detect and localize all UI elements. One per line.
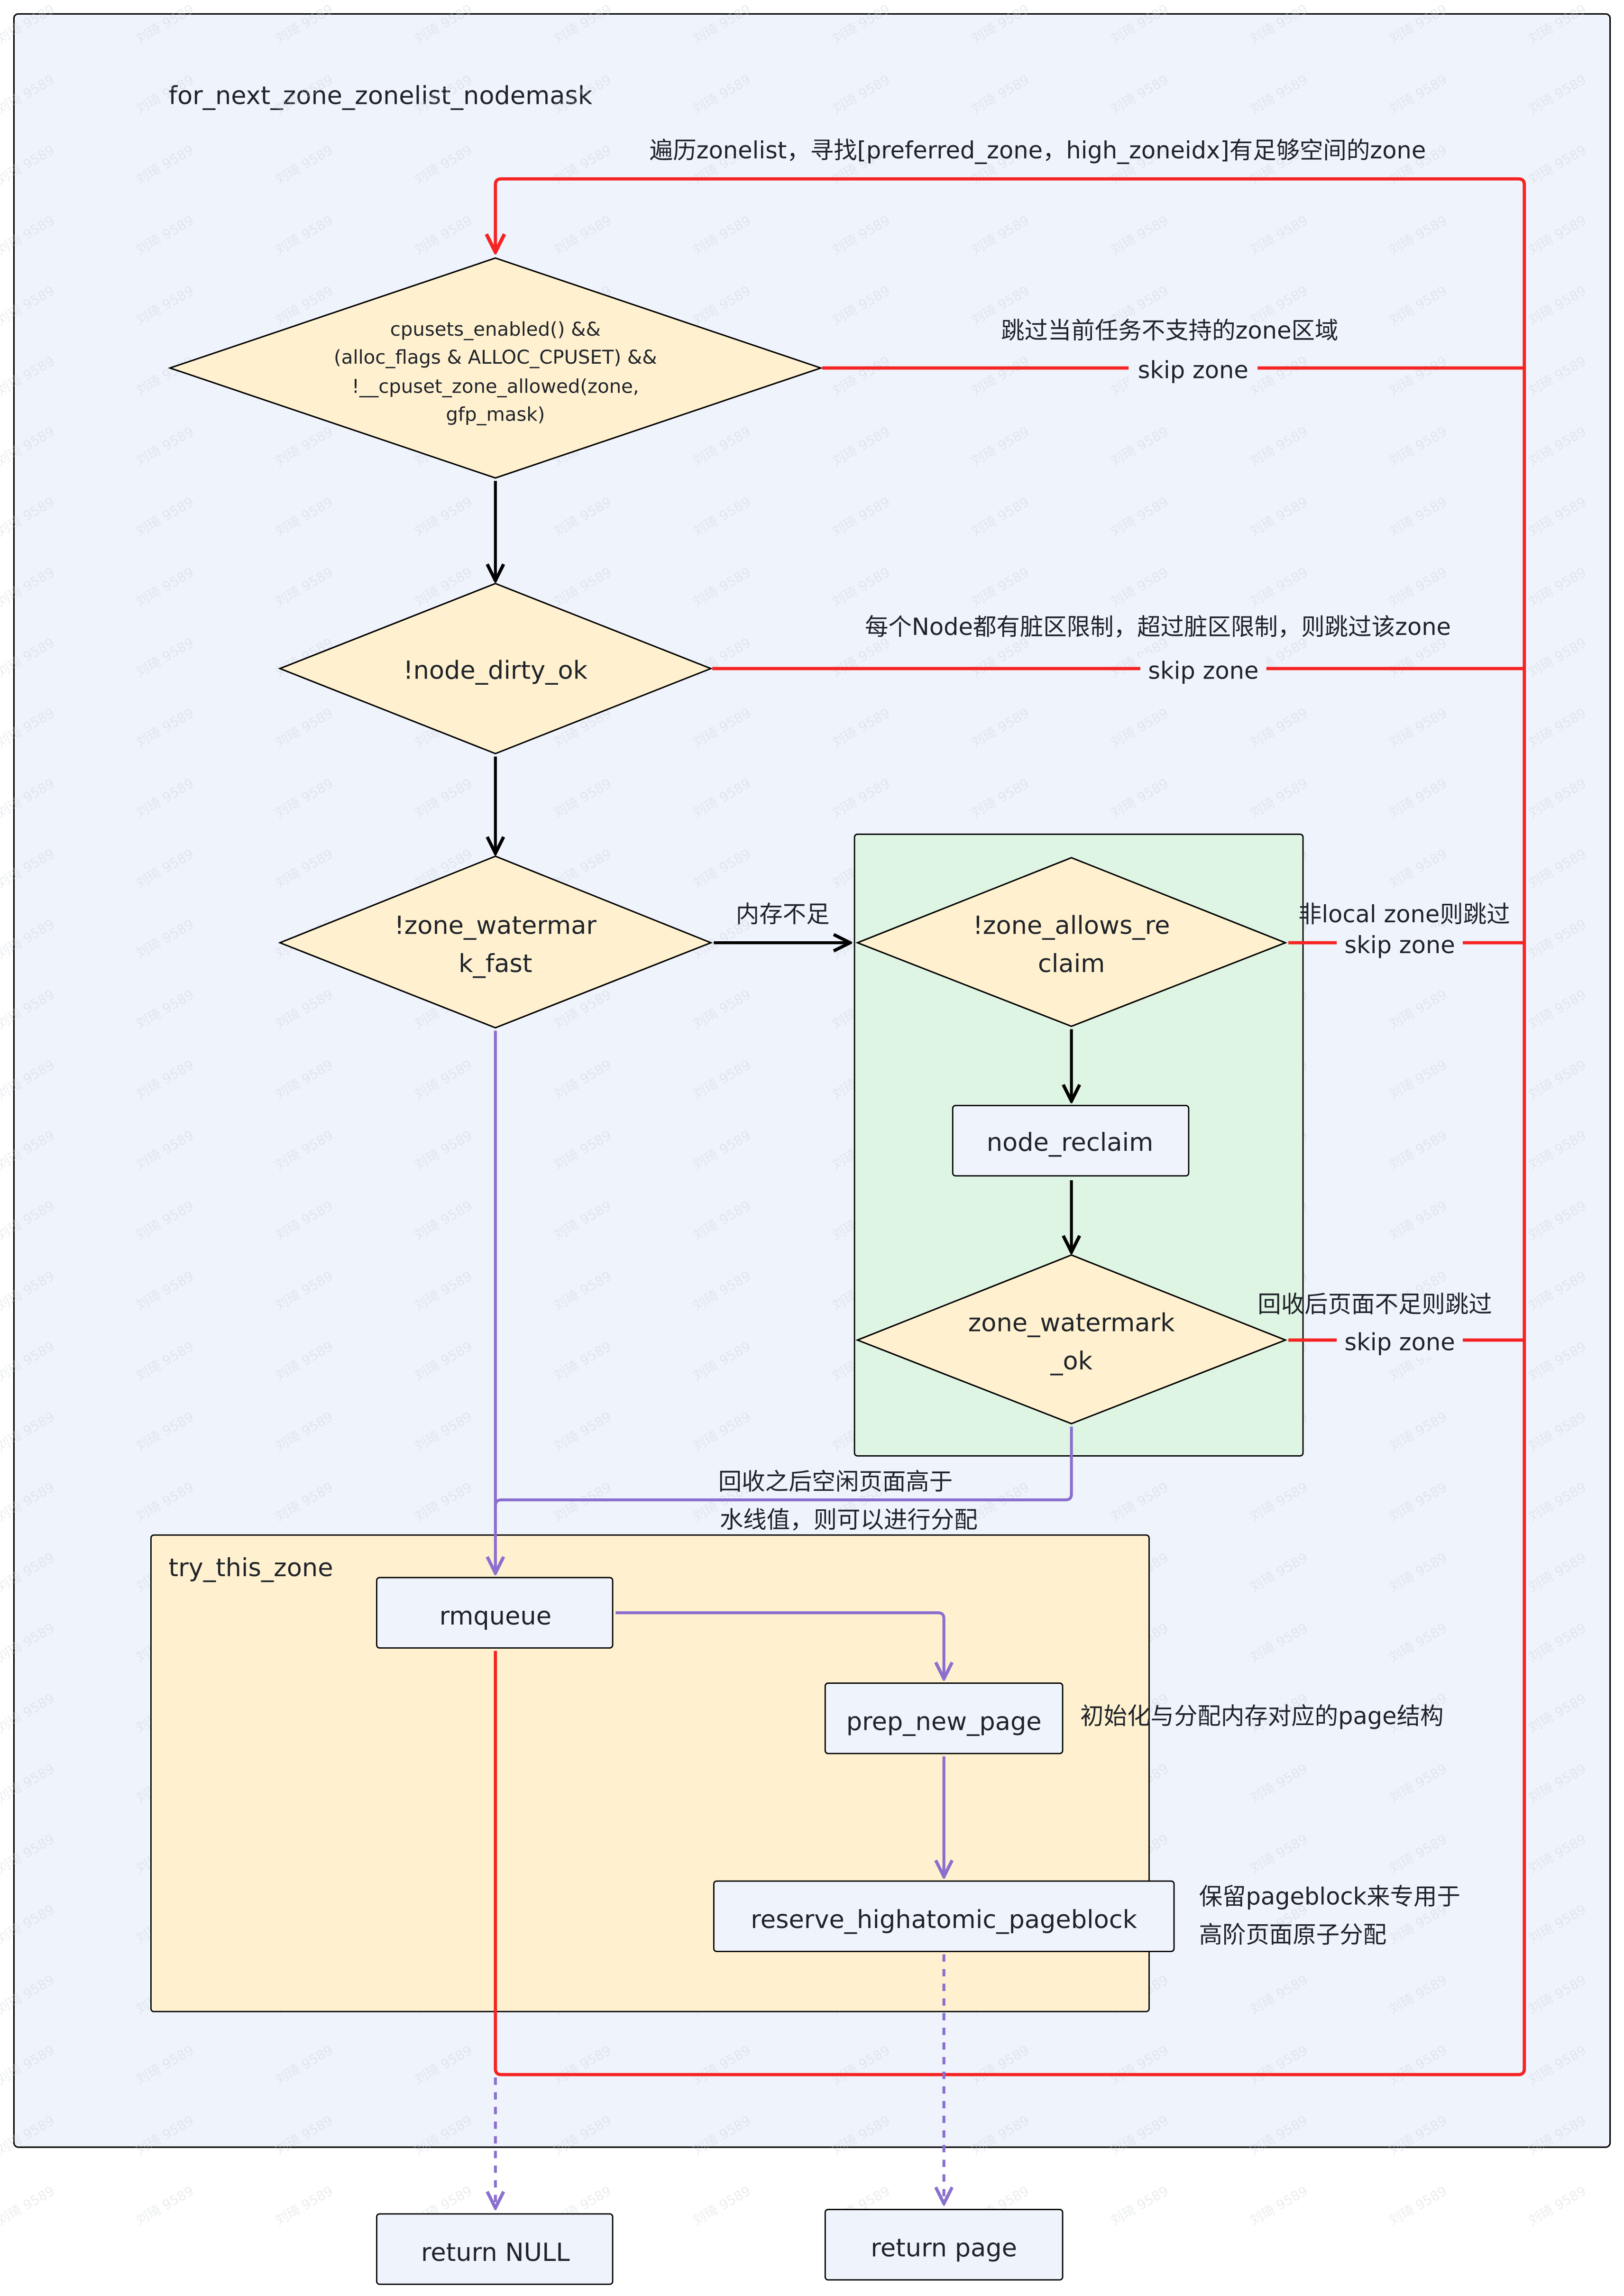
process-rmqueue[interactable]	[376, 1577, 614, 1649]
watermark-text: 刘琦 9589	[1247, 2183, 1311, 2228]
process-rmqueue-label: rmqueue	[440, 1602, 551, 1631]
decision-watermark-ok-line-2: _ok	[1050, 1347, 1092, 1376]
process-prep-new-page-label: prep_new_page	[846, 1707, 1042, 1736]
process-reserve-highatomic-label: reserve_highatomic_pageblock	[751, 1905, 1137, 1934]
try-this-zone-title: try_this_zone	[168, 1553, 333, 1582]
process-prep-new-page[interactable]	[824, 1682, 1064, 1754]
terminal-return-null[interactable]	[376, 2213, 614, 2285]
watermark-text: 刘琦 9589	[0, 2183, 57, 2228]
decision-node-dirty-ok[interactable]	[278, 582, 713, 754]
outer-loop-title: for_next_zone_zonelist_nodemask	[168, 82, 592, 110]
watermark-text: 刘琦 9589	[1386, 2183, 1450, 2228]
decision-cpuset-line-1: cpusets_enabled() &&	[390, 319, 601, 340]
decision-watermark-fast-line-2: k_fast	[459, 949, 532, 978]
decision-cpuset-line-4: gfp_mask)	[446, 404, 545, 425]
decision-watermark-ok-line-1: zone_watermark	[968, 1308, 1175, 1337]
terminal-return-page-label: return page	[871, 2234, 1017, 2263]
decision-zone-watermark-ok[interactable]	[855, 1254, 1288, 1424]
reclaim-ok-note-line-1: 回收之后空闲页面高于	[718, 1468, 953, 1495]
terminal-return-null-label: return NULL	[421, 2238, 570, 2267]
after-reclaim-skip-label: skip zone	[1344, 1329, 1455, 1356]
decision-cpuset-line-2: (alloc_flags & ALLOC_CPUSET) &&	[334, 347, 657, 368]
process-node-reclaim-label: node_reclaim	[987, 1128, 1154, 1157]
decision-node-dirty-label: !node_dirty_ok	[404, 656, 588, 685]
dirty-skip-note: 每个Node都有脏区限制，超过脏区限制，则跳过该zone	[865, 613, 1451, 641]
loop-back-edge	[495, 177, 1526, 2076]
decision-zone-watermark-fast[interactable]	[278, 855, 713, 1029]
low-memory-label: 内存不足	[736, 900, 830, 928]
edge-rmqueue-to-prep	[615, 1611, 944, 1679]
process-node-reclaim[interactable]	[952, 1104, 1190, 1177]
reclaim-ok-note-line-2: 水线值，则可以进行分配	[720, 1506, 978, 1534]
decision-watermark-fast-line-1: !zone_watermar	[395, 911, 597, 940]
reserve-note-line-2: 高阶页面原子分配	[1199, 1921, 1387, 1948]
cpuset-skip-note: 跳过当前任务不支持的zone区域	[1001, 317, 1338, 344]
loop-annotation: 遍历zonelist，寻找[preferred_zone，high_zoneid…	[650, 137, 1426, 164]
terminal-return-page[interactable]	[824, 2209, 1064, 2281]
reserve-note-line-1: 保留pageblock来专用于	[1199, 1883, 1460, 1910]
dirty-skip-label: skip zone	[1148, 657, 1258, 685]
watermark-text: 刘琦 9589	[690, 2183, 753, 2228]
prep-new-page-note: 初始化与分配内存对应的page结构	[1080, 1702, 1443, 1730]
watermark-text: 刘琦 9589	[133, 2183, 197, 2228]
process-reserve-highatomic[interactable]	[713, 1880, 1175, 1952]
non-local-skip-note: 非local zone则跳过	[1298, 900, 1510, 928]
decision-cpuset-allowed[interactable]	[167, 257, 823, 479]
decision-cpuset-line-3: !__cpuset_zone_allowed(zone,	[352, 376, 639, 398]
watermark-text: 刘琦 9589	[272, 2183, 336, 2228]
non-local-skip-label: skip zone	[1344, 931, 1455, 959]
after-reclaim-skip-note: 回收后页面不足则跳过	[1257, 1290, 1492, 1318]
decision-allows-reclaim-line-1: !zone_allows_re	[973, 911, 1170, 940]
decision-allows-reclaim-line-2: claim	[1038, 949, 1105, 978]
decision-zone-allows-reclaim[interactable]	[855, 857, 1288, 1028]
watermark-text: 刘琦 9589	[1525, 2183, 1589, 2228]
watermark-text: 刘琦 9589	[1108, 2183, 1171, 2228]
cpuset-skip-label: skip zone	[1138, 357, 1248, 384]
